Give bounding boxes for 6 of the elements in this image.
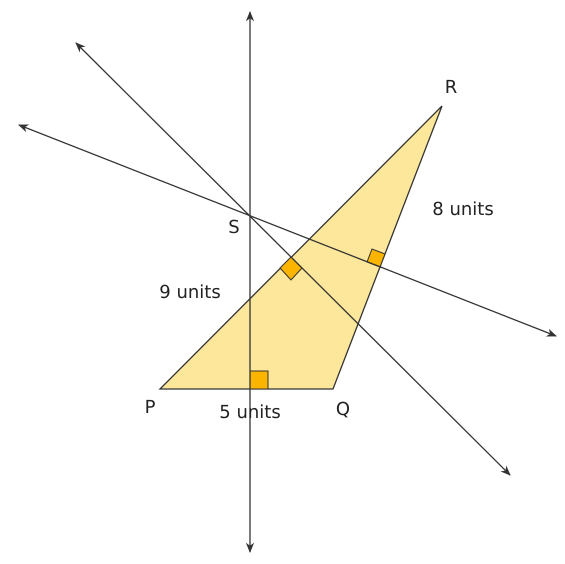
point-label: P	[144, 399, 156, 417]
point-label: S	[228, 219, 240, 237]
length-label: 9 units	[159, 284, 221, 302]
point-label: Q	[336, 401, 350, 419]
length-label: 8 units	[432, 201, 494, 219]
point-label: R	[444, 79, 458, 97]
